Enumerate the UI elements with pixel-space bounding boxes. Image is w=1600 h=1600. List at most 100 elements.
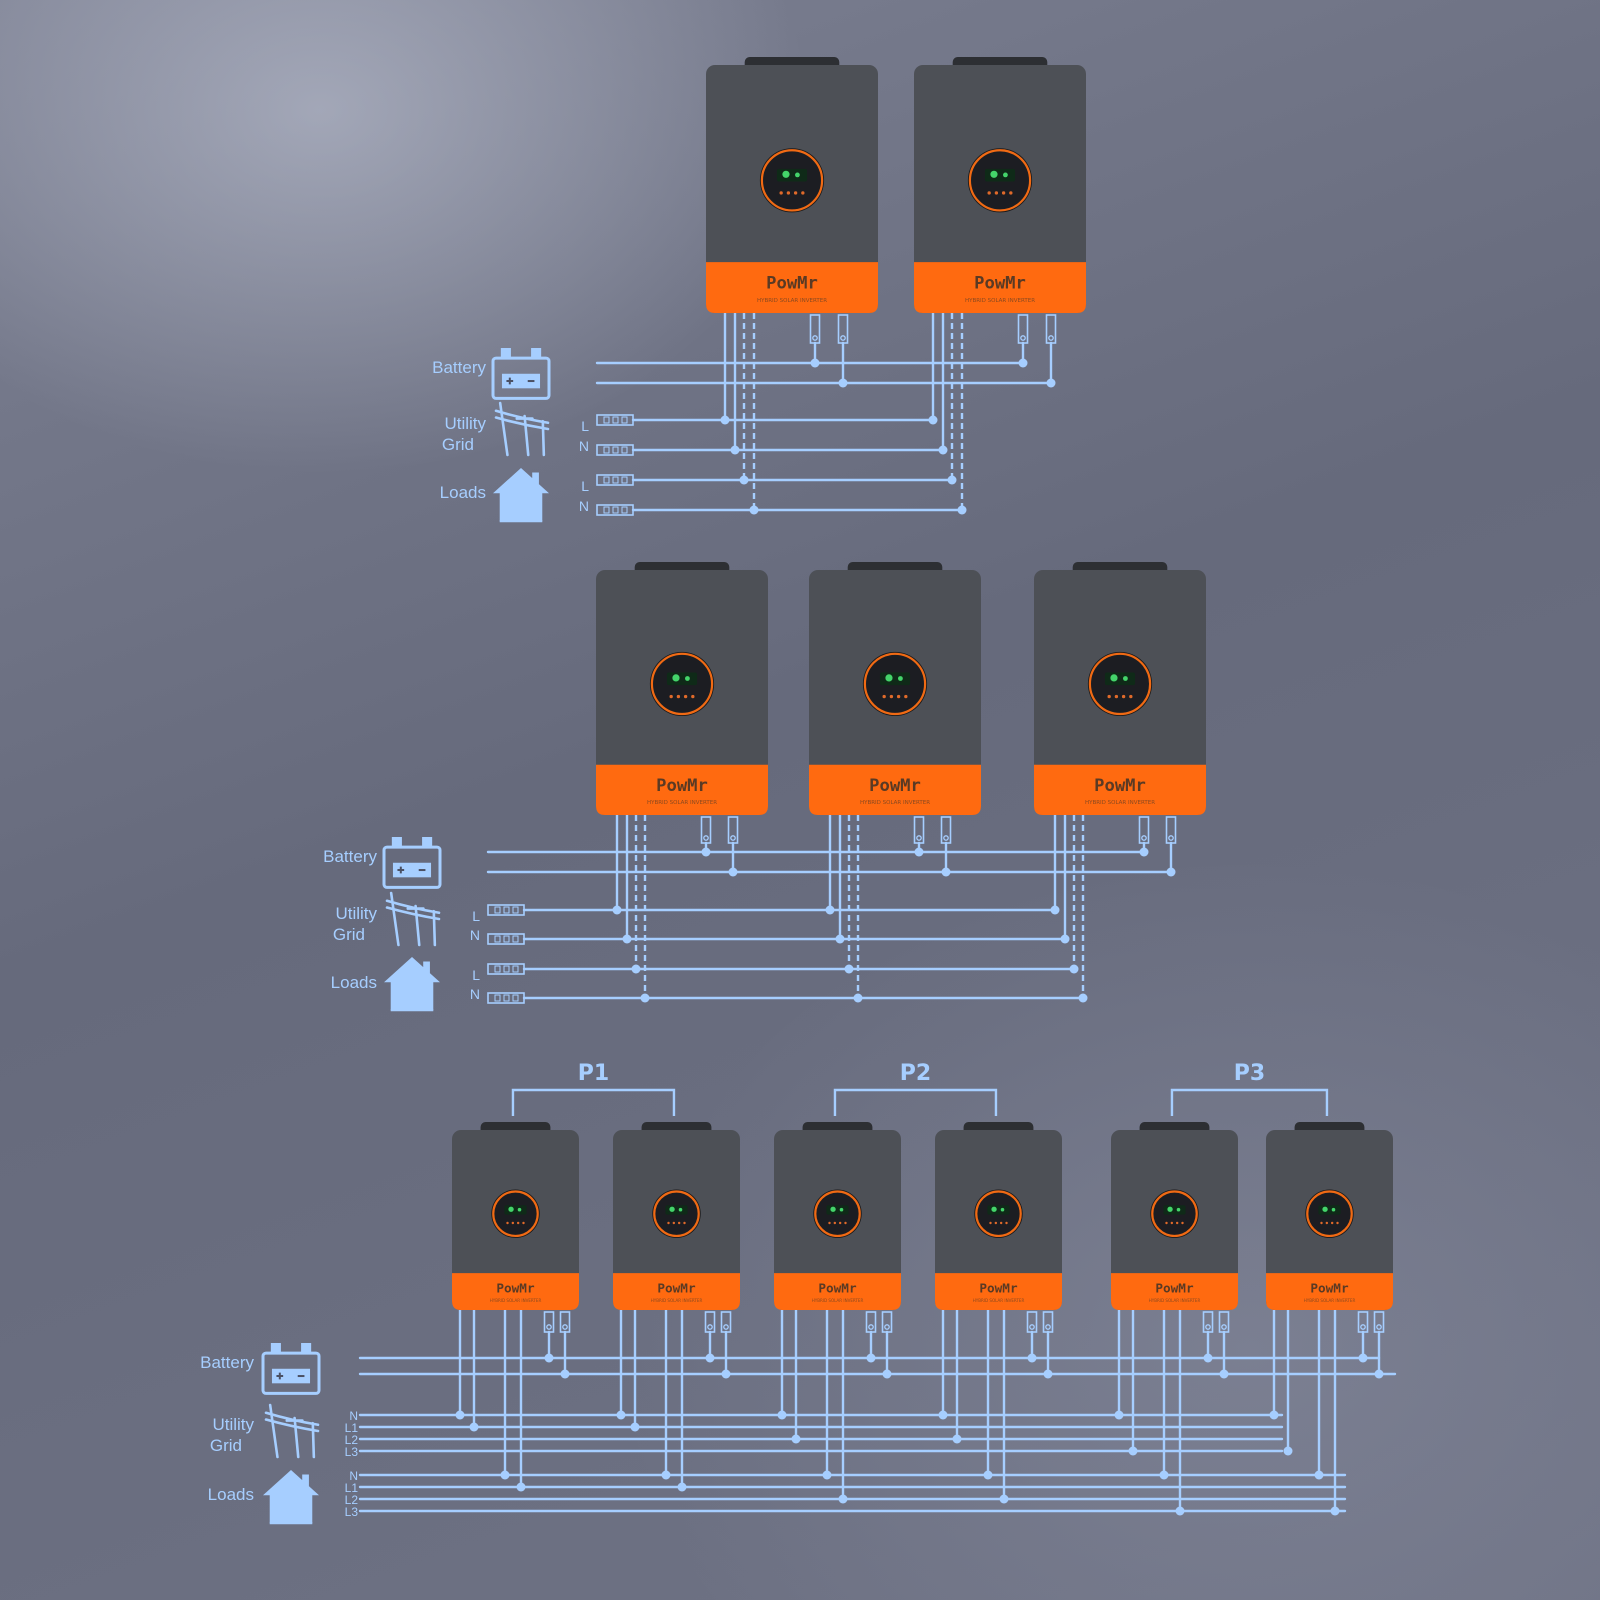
junction-dot xyxy=(999,1494,1009,1504)
terminal-screw xyxy=(884,1324,890,1330)
control-button xyxy=(1336,1221,1339,1225)
plus-sign xyxy=(506,377,514,385)
battery-terminal xyxy=(700,816,712,844)
junction-dot xyxy=(1269,1410,1279,1420)
orange-band xyxy=(935,1273,1062,1310)
brand-subtitle: HYBRID SOLAR INVERTER xyxy=(1149,1298,1201,1303)
junction-dot xyxy=(952,1434,962,1444)
brand-logo: PowMr xyxy=(1094,776,1146,796)
junction-dot xyxy=(630,1422,640,1432)
control-button xyxy=(838,1221,842,1225)
control-button xyxy=(999,1221,1003,1225)
battery-icon xyxy=(491,348,551,400)
terminal-slot xyxy=(603,446,610,454)
battery-post xyxy=(500,348,511,359)
terminal-screw xyxy=(723,1324,729,1330)
junction-dot xyxy=(1128,1446,1138,1456)
terminal-slot xyxy=(512,994,519,1002)
status-led xyxy=(990,170,998,178)
battery-terminal xyxy=(1045,314,1057,344)
terminal-slot xyxy=(503,906,510,914)
brand-subtitle: HYBRID SOLAR INVERTER xyxy=(965,298,1035,304)
control-button xyxy=(1114,694,1119,699)
battery-outline xyxy=(382,845,442,889)
control-button xyxy=(793,191,798,195)
wire-label: L xyxy=(472,908,480,924)
terminal-screw xyxy=(1205,1324,1211,1330)
grid-wire-label: L2 xyxy=(345,1433,359,1447)
terminal-screw xyxy=(868,1324,874,1330)
brand-logo: PowMr xyxy=(1155,1280,1194,1295)
battery-outline xyxy=(261,1351,321,1395)
house-icon xyxy=(493,468,549,523)
battery-terminal xyxy=(1017,314,1029,344)
battery-terminal xyxy=(837,314,849,344)
wiring-layer xyxy=(358,311,1397,1516)
terminal-screw xyxy=(1360,1324,1366,1330)
load-wire-label: L2 xyxy=(345,1493,359,1507)
status-led xyxy=(678,1207,683,1212)
control-button xyxy=(1325,1221,1329,1225)
load-wire-label: L1 xyxy=(345,1481,359,1495)
junction-dot xyxy=(1175,1506,1185,1516)
junction-dot xyxy=(516,1482,526,1492)
brand-subtitle: HYBRID SOLAR INVERTER xyxy=(1304,1298,1356,1303)
junction-dot xyxy=(822,1470,832,1480)
junction-dot xyxy=(777,1410,787,1420)
grid-wire-label: N xyxy=(349,1409,358,1423)
grid-wire-label: L3 xyxy=(345,1445,359,1459)
junction-dot xyxy=(705,1353,715,1363)
status-led xyxy=(1176,1207,1181,1212)
status-led xyxy=(672,674,680,682)
brand-logo: PowMr xyxy=(869,776,921,796)
brand-logo: PowMr xyxy=(657,1280,696,1295)
control-button xyxy=(828,1221,831,1225)
wire-label: L xyxy=(472,967,480,983)
terminal-screw xyxy=(1029,1324,1035,1330)
brand-logo: PowMr xyxy=(1310,1280,1349,1295)
control-button xyxy=(989,1221,992,1225)
terminal-slot xyxy=(621,446,628,454)
terminal-slot xyxy=(621,506,628,514)
junction-dot xyxy=(721,1369,731,1379)
wire-label: L xyxy=(581,418,589,434)
status-led xyxy=(898,676,903,681)
battery-terminal xyxy=(1138,816,1150,844)
control-button xyxy=(1001,191,1006,195)
control-button xyxy=(1005,1221,1008,1225)
terminal-screw xyxy=(703,835,709,841)
battery-icon xyxy=(382,837,442,889)
terminal-slot xyxy=(512,906,519,914)
utility-label: Utility xyxy=(335,904,377,923)
junction-dot xyxy=(1374,1369,1384,1379)
house-shape xyxy=(493,468,549,522)
phase-label-p1: P1 xyxy=(578,1061,609,1086)
control-button xyxy=(1009,191,1013,195)
house-icon xyxy=(263,1470,319,1525)
orange-band xyxy=(774,1273,901,1310)
brand-logo: PowMr xyxy=(656,776,708,796)
battery-label-strip xyxy=(501,373,541,389)
battery-terminal xyxy=(940,816,952,844)
control-button xyxy=(516,1221,520,1225)
terminal-slot xyxy=(603,416,610,424)
lcd-screen xyxy=(504,1205,527,1215)
status-led xyxy=(795,172,800,178)
terminal-screw xyxy=(1020,335,1026,341)
brand-subtitle: HYBRID SOLAR INVERTER xyxy=(757,298,827,304)
brand-subtitle: HYBRID SOLAR INVERTER xyxy=(812,1298,864,1303)
terminal-screw xyxy=(562,1324,568,1330)
orange-band xyxy=(809,764,981,815)
battery-outline xyxy=(491,356,551,400)
terminal-screw xyxy=(1221,1324,1227,1330)
grid-label: Grid xyxy=(210,1436,242,1455)
control-button xyxy=(683,694,688,699)
house-shape xyxy=(263,1470,319,1524)
